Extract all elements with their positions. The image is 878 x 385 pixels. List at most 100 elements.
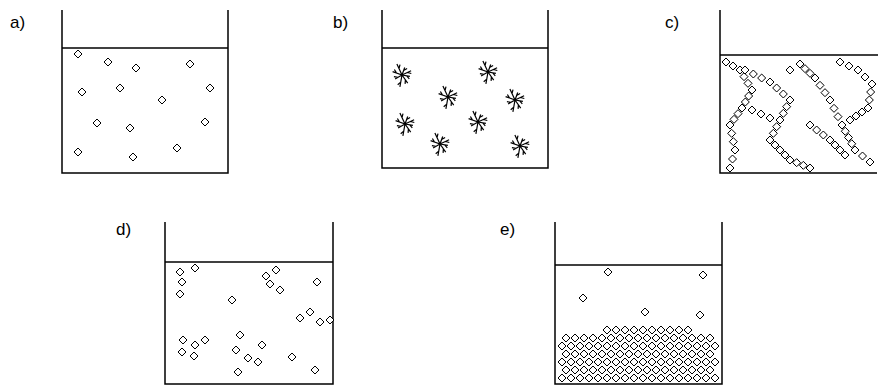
particle (693, 358, 701, 366)
particle (129, 153, 137, 161)
particle (819, 131, 827, 139)
particle (93, 119, 101, 127)
branched-particle (439, 86, 458, 109)
particle (652, 366, 660, 374)
particle (74, 148, 82, 156)
particle (616, 366, 624, 374)
particle (729, 155, 737, 163)
particle (728, 129, 736, 137)
particle (706, 366, 714, 374)
particle (867, 88, 875, 96)
particle (670, 366, 678, 374)
particle (657, 358, 665, 366)
particle (679, 334, 687, 342)
particle (567, 374, 575, 382)
particle (666, 358, 674, 366)
particle (666, 374, 674, 382)
particle (634, 350, 642, 358)
particle (598, 334, 606, 342)
particle (652, 334, 660, 342)
particle (179, 336, 187, 344)
particle (625, 366, 633, 374)
particle (661, 334, 669, 342)
particle (684, 358, 692, 366)
particle (78, 88, 86, 96)
particle (580, 350, 588, 358)
particle (675, 358, 683, 366)
particle (74, 50, 82, 58)
particle (666, 326, 674, 334)
particle (571, 366, 579, 374)
particle (702, 342, 710, 350)
particle (693, 374, 701, 382)
particle (625, 334, 633, 342)
particle (741, 66, 749, 74)
particle (670, 334, 678, 342)
particle (726, 164, 734, 172)
particle (186, 60, 194, 68)
particle (657, 326, 665, 334)
particle (841, 151, 849, 159)
particle (749, 70, 757, 78)
particle (276, 286, 284, 294)
panel-label: b) (333, 14, 348, 31)
particle (585, 374, 593, 382)
particle (580, 366, 588, 374)
particle (178, 348, 186, 356)
particle (296, 314, 304, 322)
particle (697, 366, 705, 374)
particle (604, 268, 612, 276)
particle (854, 66, 862, 74)
particle (806, 164, 814, 172)
particle (116, 84, 124, 92)
particle (834, 113, 842, 121)
particle (641, 308, 649, 316)
particle (643, 350, 651, 358)
particle (866, 158, 874, 166)
particle (845, 62, 853, 70)
particle (639, 342, 647, 350)
particle (740, 73, 748, 81)
particle (201, 336, 209, 344)
particle (258, 341, 266, 349)
particle (773, 84, 781, 92)
particle (731, 146, 739, 154)
particle (859, 152, 867, 160)
particle (634, 366, 642, 374)
particle (621, 326, 629, 334)
particle (670, 350, 678, 358)
particle (630, 326, 638, 334)
particle (326, 316, 334, 324)
particle (173, 144, 181, 152)
particle (594, 374, 602, 382)
beaker (555, 222, 722, 384)
particle (643, 366, 651, 374)
particle (643, 334, 651, 342)
particle (826, 96, 834, 104)
liquid-surface (720, 54, 878, 56)
liquid-surface (382, 47, 548, 49)
particle (748, 106, 756, 114)
particle (306, 308, 314, 316)
particle (589, 350, 597, 358)
particle (706, 350, 714, 358)
particle (576, 358, 584, 366)
particle (702, 374, 710, 382)
liquid-surface (165, 261, 333, 263)
particle (648, 374, 656, 382)
particle (316, 318, 324, 326)
particle (104, 58, 112, 66)
particle (262, 272, 270, 280)
particle (706, 334, 714, 342)
particle (657, 374, 665, 382)
particle (757, 110, 765, 118)
particle (675, 374, 683, 382)
beaker (62, 10, 228, 173)
particle (868, 80, 876, 88)
particle (579, 294, 587, 302)
particle (661, 350, 669, 358)
particle (612, 342, 620, 350)
particle (311, 366, 319, 374)
particle (567, 342, 575, 350)
